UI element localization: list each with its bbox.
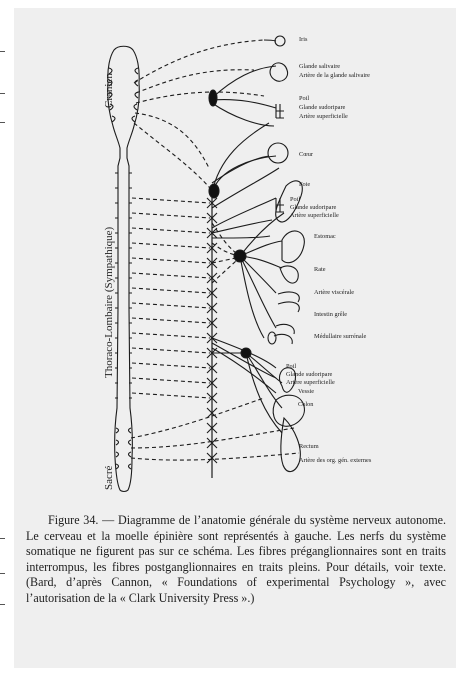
label-glande-salivaire: Glande salivaire bbox=[299, 63, 340, 70]
margin-tick bbox=[0, 573, 5, 574]
label-foie: Foie bbox=[299, 181, 310, 188]
label-artere-viscerale: Artère viscérale bbox=[314, 289, 354, 296]
label-sacre: Sacré bbox=[103, 465, 115, 490]
label-poil-2: Poil bbox=[290, 196, 300, 203]
label-glande-sudoripare-3: Glande sudoripare bbox=[286, 371, 333, 378]
margin-tick bbox=[0, 538, 5, 539]
label-artere-glande-salivaire: Artère de la glande salivaire bbox=[299, 72, 370, 79]
label-vessie: Vessie bbox=[298, 388, 314, 395]
margin-tick bbox=[0, 93, 5, 94]
label-cranien: Cranien bbox=[103, 73, 115, 108]
label-coeur: Cœur bbox=[299, 151, 314, 158]
label-artere-superficielle: Artère superficielle bbox=[299, 113, 348, 120]
margin-tick bbox=[0, 51, 5, 52]
label-artere-org-gen-externes: Artère des org. gén. externes bbox=[299, 457, 372, 464]
label-intestin-grele: Intestin grêle bbox=[314, 311, 347, 318]
label-artere-superficielle-2: Artère superficielle bbox=[290, 212, 339, 219]
label-iris: Iris bbox=[299, 36, 308, 43]
label-rectum: Rectum bbox=[299, 443, 319, 450]
autonomic-nervous-system-diagram: Cranien Thoraco-Lombaire (Sympathique) S… bbox=[14, 8, 456, 508]
label-rate: Rate bbox=[314, 266, 326, 273]
label-poil-3: Poil bbox=[286, 363, 296, 370]
caption-text: Figure 34. — Diagramme de l’anatomie gén… bbox=[26, 513, 446, 607]
margin-tick bbox=[0, 604, 5, 605]
label-thoracolumbar: Thoraco-Lombaire (Sympathique) bbox=[103, 226, 115, 378]
figure-caption: Figure 34. — Diagramme de l’anatomie gén… bbox=[26, 513, 446, 607]
label-glande-sudoripare: Glande sudoripare bbox=[299, 104, 346, 111]
label-estomac: Estomac bbox=[314, 233, 336, 240]
label-colon: Colon bbox=[298, 401, 314, 408]
label-poil: Poil bbox=[299, 95, 309, 102]
margin-tick bbox=[0, 122, 5, 123]
label-artere-superficielle-3: Artère superficielle bbox=[286, 379, 335, 386]
label-medullaire-surrenale: Médullaire surrénale bbox=[314, 333, 366, 340]
label-glande-sudoripare-2: Glande sudoripare bbox=[290, 204, 337, 211]
